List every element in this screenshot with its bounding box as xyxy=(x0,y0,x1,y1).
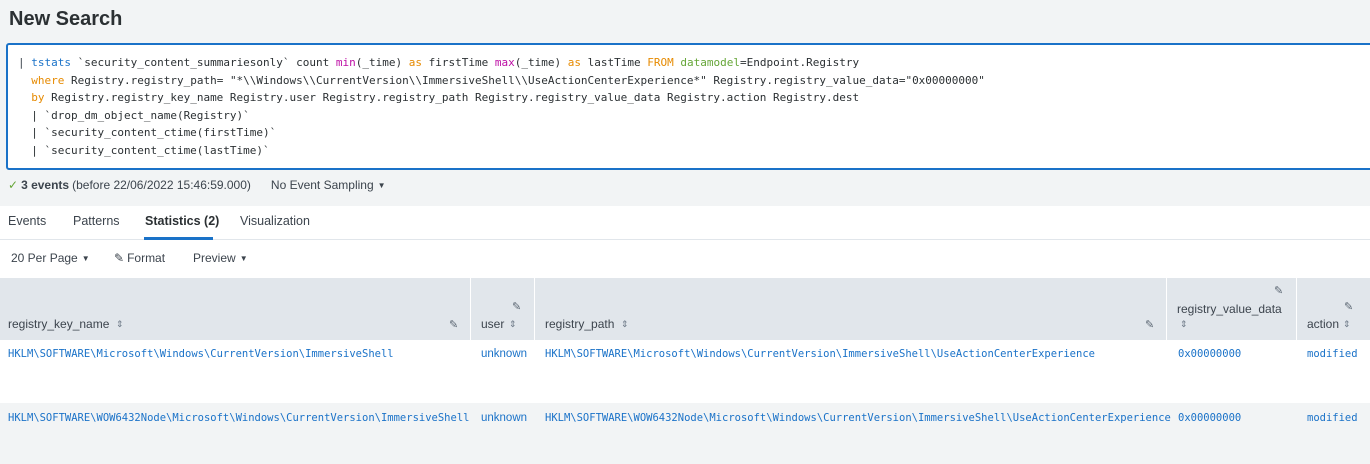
search-token: lastTime xyxy=(580,56,648,69)
cell-registry-key-name[interactable]: HKLM\SOFTWARE\WOW6432Node\Microsoft\Wind… xyxy=(8,412,470,424)
search-query-line: | `security_content_ctime(lastTime)` xyxy=(18,142,1370,160)
cell-registry-value-data[interactable]: 0x00000000 xyxy=(1178,412,1242,424)
search-query-line: | tstats `security_content_summariesonly… xyxy=(18,54,1370,72)
sort-icon[interactable]: ⇕ xyxy=(621,319,629,329)
search-token: (_time) xyxy=(514,56,568,69)
cell-registry-path[interactable]: HKLM\SOFTWARE\Microsoft\Windows\CurrentV… xyxy=(545,348,1095,360)
events-time-range: (before 22/06/2022 15:46:59.000) xyxy=(72,178,251,192)
search-query-line: where Registry.registry_path= "*\\Window… xyxy=(18,72,1370,90)
results-tabbar: Events Patterns Statistics (2) Visualiza… xyxy=(0,206,1370,240)
column-header-action[interactable]: action ⇕ ✎ xyxy=(1297,278,1370,340)
pencil-icon[interactable]: ✎ xyxy=(1274,285,1284,297)
cell-user[interactable]: unknown xyxy=(481,412,528,424)
active-tab-indicator xyxy=(144,237,213,240)
search-token: (_time) xyxy=(355,56,409,69)
search-token: as xyxy=(567,56,581,69)
per-page-dropdown[interactable]: 20 Per Page ▼ xyxy=(11,251,90,265)
column-header-user[interactable]: user ⇕ ✎ xyxy=(471,278,535,340)
column-header-registry-value-data[interactable]: registry_value_data ⇕ ✎ xyxy=(1167,278,1297,340)
cell-user[interactable]: unknown xyxy=(481,348,528,360)
sort-icon[interactable]: ⇕ xyxy=(509,319,517,329)
cell-registry-path[interactable]: HKLM\SOFTWARE\WOW6432Node\Microsoft\Wind… xyxy=(545,412,1171,424)
search-token: Registry.registry_path= "*\\Windows\\Cur… xyxy=(64,73,985,87)
search-query-line: by Registry.registry_key_name Registry.u… xyxy=(18,89,1370,107)
search-token: | `security_content_ctime(lastTime)` xyxy=(18,143,270,157)
column-label: user xyxy=(481,317,505,331)
column-label: registry_key_name xyxy=(8,317,110,331)
pencil-icon[interactable]: ✎ xyxy=(512,301,522,313)
preview-label: Preview xyxy=(193,251,236,265)
search-token: Registry.registry_key_name Registry.user… xyxy=(44,91,860,105)
results-toolbar: 20 Per Page ▼ ✎ Format Preview ▼ xyxy=(0,240,1370,278)
search-token: where xyxy=(31,73,65,87)
tab-statistics[interactable]: Statistics (2) xyxy=(145,214,220,228)
search-token: by xyxy=(31,91,45,105)
tab-events[interactable]: Events xyxy=(8,214,47,228)
check-icon: ✓ xyxy=(8,178,19,192)
column-label: registry_value_data xyxy=(1177,302,1282,316)
format-button[interactable]: ✎ Format xyxy=(114,251,165,265)
search-token xyxy=(18,74,31,87)
cell-action[interactable]: modified xyxy=(1307,412,1358,424)
search-query-line: | `security_content_ctime(firstTime)` xyxy=(18,124,1370,142)
tab-visualization[interactable]: Visualization xyxy=(240,214,310,228)
search-token: firstTime xyxy=(422,56,495,69)
search-token: datamodel xyxy=(680,56,740,69)
cell-action[interactable]: modified xyxy=(1307,348,1358,360)
caret-down-icon: ▼ xyxy=(81,253,90,263)
search-token: as xyxy=(408,56,423,69)
search-query-line: | `drop_dm_object_name(Registry)` xyxy=(18,107,1370,125)
table-row: HKLM\SOFTWARE\Microsoft\Windows\CurrentV… xyxy=(0,340,1370,403)
format-label: Format xyxy=(127,251,166,265)
table-row: HKLM\SOFTWARE\WOW6432Node\Microsoft\Wind… xyxy=(0,403,1370,464)
pencil-icon: ✎ xyxy=(114,251,125,265)
tab-patterns[interactable]: Patterns xyxy=(73,214,120,228)
search-token: | xyxy=(18,56,32,69)
search-token: tstats xyxy=(31,56,71,69)
column-header-registry-path[interactable]: registry_path ⇕ ✎ xyxy=(535,278,1167,340)
page-title: New Search xyxy=(9,8,123,30)
column-label: registry_path xyxy=(545,317,615,331)
caret-down-icon: ▼ xyxy=(377,180,386,190)
search-token: max xyxy=(494,56,515,69)
search-token: `security_content_summariesonly` count xyxy=(71,56,336,69)
column-header-registry-key-name[interactable]: registry_key_name ⇕ ✎ xyxy=(0,278,471,340)
pencil-icon[interactable]: ✎ xyxy=(1344,301,1354,313)
per-page-label: 20 Per Page xyxy=(11,251,78,265)
pencil-icon[interactable]: ✎ xyxy=(1145,319,1155,331)
sort-icon[interactable]: ⇕ xyxy=(116,319,124,329)
sort-icon[interactable]: ⇕ xyxy=(1343,319,1351,329)
pencil-icon[interactable]: ✎ xyxy=(449,319,459,331)
search-token: FROM xyxy=(647,56,674,69)
cell-registry-key-name[interactable]: HKLM\SOFTWARE\Microsoft\Windows\CurrentV… xyxy=(8,348,394,360)
search-token: | `drop_dm_object_name(Registry)` xyxy=(18,108,250,122)
event-sampling-dropdown[interactable]: No Event Sampling ▼ xyxy=(271,178,386,192)
search-token xyxy=(18,91,31,104)
event-sampling-label: No Event Sampling xyxy=(270,178,374,192)
search-token: =Endpoint.Registry xyxy=(739,56,860,69)
search-token: | `security_content_ctime(firstTime)` xyxy=(18,126,277,140)
events-summary: ✓ 3 events (before 22/06/2022 15:46:59.0… xyxy=(8,178,386,192)
sort-icon[interactable]: ⇕ xyxy=(1180,319,1188,329)
events-count: 3 events xyxy=(21,178,70,192)
caret-down-icon: ▼ xyxy=(239,253,248,263)
preview-dropdown[interactable]: Preview ▼ xyxy=(193,251,248,265)
search-query-editor[interactable]: | tstats `security_content_summariesonly… xyxy=(6,43,1370,170)
table-header: registry_key_name ⇕ ✎ user ⇕ ✎ registry_… xyxy=(0,278,1370,340)
search-token: min xyxy=(335,56,356,69)
cell-registry-value-data[interactable]: 0x00000000 xyxy=(1178,348,1242,360)
column-label: action xyxy=(1307,317,1340,331)
